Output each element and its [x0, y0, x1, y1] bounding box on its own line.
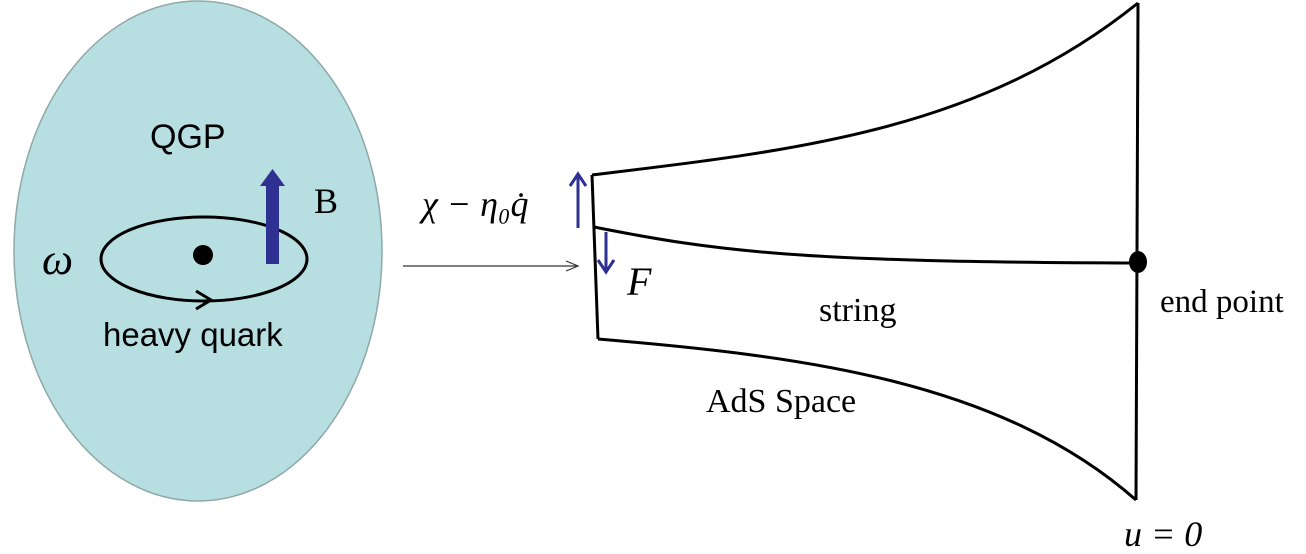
ads-space-label: AdS Space: [706, 383, 857, 420]
chi-expression-label: χ − η₀q̇: [422, 184, 529, 224]
rotation-ellipse: [99, 215, 309, 303]
quark-dot-icon: [193, 245, 213, 265]
force-label: F: [627, 259, 652, 304]
force-down-arrow-icon: [596, 232, 616, 275]
angular-velocity-label: ω: [42, 235, 74, 284]
circular-arrow-icon: [195, 289, 214, 311]
thick-up-arrow-icon: [260, 169, 285, 264]
ads-left-edge: [590, 174, 600, 340]
string-label: string: [819, 292, 897, 329]
end-point-dot-icon: [1129, 251, 1147, 273]
chi-up-arrow-icon: [568, 171, 588, 228]
ads-boundary-top: [591, 1, 1139, 177]
ads-boundary-bottom: [597, 337, 1137, 502]
end-point-label: end point: [1160, 284, 1284, 320]
string-curve: [593, 225, 1139, 265]
qgp-label: QGP: [150, 118, 226, 156]
boundary-label: u = 0: [1124, 514, 1203, 554]
heavy-quark-label: heavy quark: [103, 316, 283, 353]
magnetic-field-label: B: [314, 181, 339, 221]
